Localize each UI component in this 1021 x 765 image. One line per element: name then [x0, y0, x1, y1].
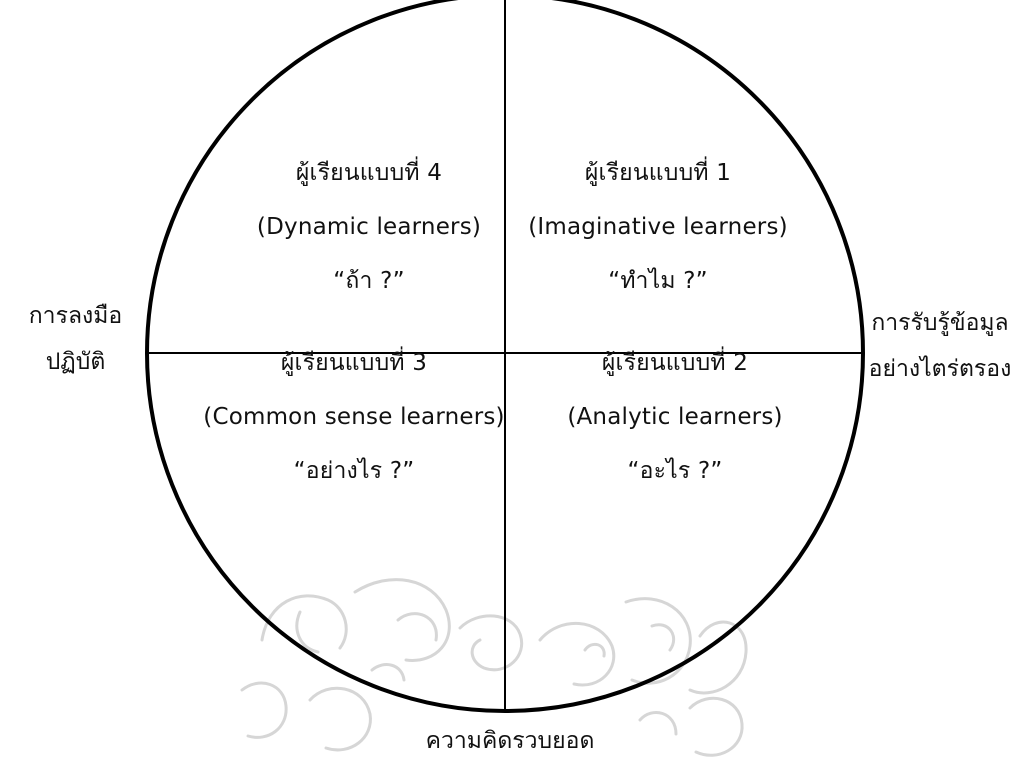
axis-label-right: การรับรู้ข้อมูล อย่างไตร่ตรอง: [860, 300, 1020, 392]
quadrant-1-title: ผู้เรียนแบบที่ 1: [523, 146, 793, 200]
quadrant-4-dynamic: ผู้เรียนแบบที่ 4 (Dynamic learners) “ถ้า…: [234, 146, 504, 308]
quadrant-4-question: “ถ้า ?”: [234, 254, 504, 308]
quadrant-3-title: ผู้เรียนแบบที่ 3: [199, 336, 509, 390]
quadrant-4-type: (Dynamic learners): [234, 200, 504, 254]
quadrant-3-question: “อย่างไร ?”: [199, 444, 509, 498]
quadrant-2-analytic: ผู้เรียนแบบที่ 2 (Analytic learners) “อะ…: [540, 336, 810, 498]
quadrant-4-title: ผู้เรียนแบบที่ 4: [234, 146, 504, 200]
axis-left-line-1: การลงมือ: [8, 293, 143, 339]
quadrant-3-common-sense: ผู้เรียนแบบที่ 3 (Common sense learners)…: [199, 336, 509, 498]
axis-label-bottom: ความคิดรวบยอด: [400, 718, 620, 764]
quadrant-2-type: (Analytic learners): [540, 390, 810, 444]
axis-label-left: การลงมือ ปฏิบัติ: [8, 293, 143, 385]
quadrant-2-question: “อะไร ?”: [540, 444, 810, 498]
quadrant-1-question: “ทำไม ?”: [523, 254, 793, 308]
quadrant-1-imaginative: ผู้เรียนแบบที่ 1 (Imaginative learners) …: [523, 146, 793, 308]
axis-left-line-2: ปฏิบัติ: [8, 339, 143, 385]
quadrant-3-type: (Common sense learners): [199, 390, 509, 444]
quadrant-1-type: (Imaginative learners): [523, 200, 793, 254]
quadrant-2-title: ผู้เรียนแบบที่ 2: [540, 336, 810, 390]
axis-right-line-2: อย่างไตร่ตรอง: [860, 346, 1020, 392]
axis-right-line-1: การรับรู้ข้อมูล: [860, 300, 1020, 346]
